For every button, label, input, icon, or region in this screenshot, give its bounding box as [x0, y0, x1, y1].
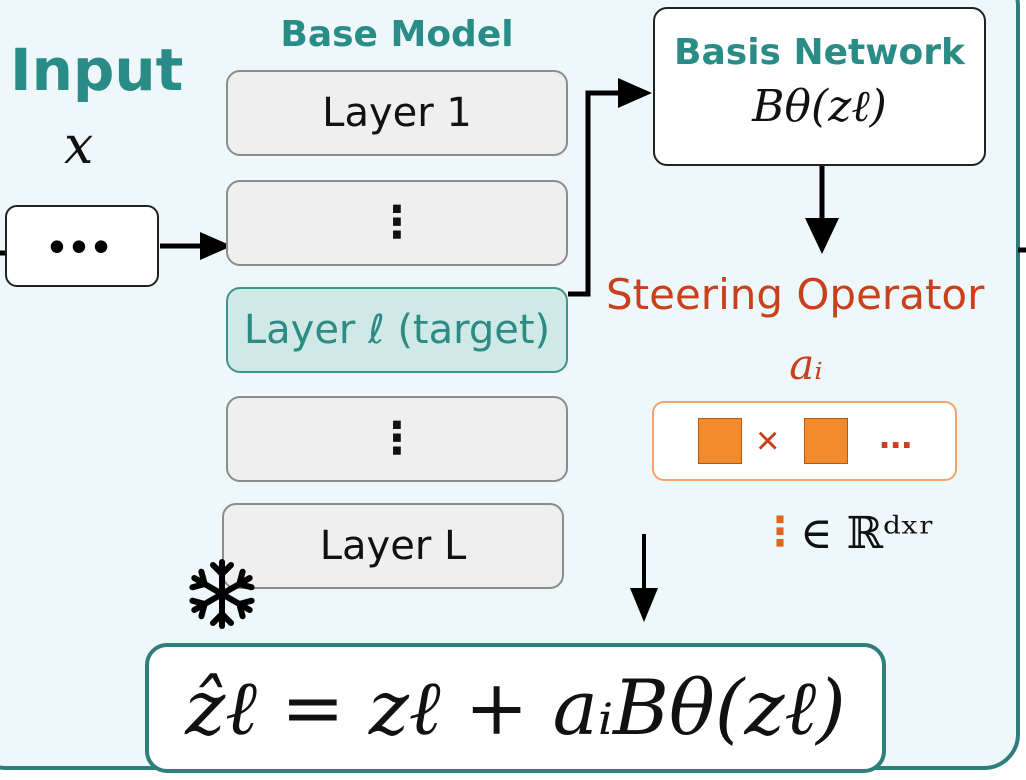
steering-operator-title: Steering Operator — [606, 270, 985, 319]
times-symbol: × — [756, 419, 780, 463]
orange-square-left — [698, 418, 742, 464]
to-formula-arrowhead — [630, 588, 658, 622]
input-token-box: ••• — [5, 205, 159, 287]
target-to-basis-arrow — [568, 90, 622, 297]
input-symbol: x — [64, 116, 94, 176]
steering-operator-box: × ... — [652, 401, 957, 481]
basis-network-formula: Bθ(zℓ) — [752, 81, 887, 132]
basis-network-box: Basis Network Bθ(zℓ) — [653, 7, 986, 166]
steering-symbol: aᵢ — [789, 340, 823, 389]
update-formula: ẑℓ = zℓ + aᵢBθ(zℓ) — [185, 663, 846, 752]
basis-network-title: Basis Network — [674, 32, 965, 73]
steering-space: ∈ ℝᵈˣʳ — [800, 508, 935, 559]
layer-1-label: Layer 1 — [322, 90, 472, 136]
layer-dots-upper: ⋮ — [226, 180, 568, 266]
layer-1: Layer 1 — [226, 70, 568, 156]
operator-ellipsis: ... — [879, 413, 913, 457]
layer-target: Layer ℓ (target) — [226, 287, 568, 373]
input-title: Input — [10, 36, 184, 104]
layer-dots-upper-label: ⋮ — [375, 197, 419, 249]
orange-square-right — [804, 418, 848, 464]
layer-target-label: Layer ℓ (target) — [243, 307, 551, 353]
layer-dots-lower-label: ⋮ — [375, 413, 419, 465]
layer-l: Layer L — [222, 503, 564, 589]
basis-to-steering-arrowhead — [805, 218, 839, 254]
update-formula-box: ẑℓ = zℓ + aᵢBθ(zℓ) — [145, 643, 886, 773]
input-dots: ••• — [48, 220, 116, 272]
target-to-basis-arrowhead — [618, 78, 652, 108]
base-model-title: Base Model — [280, 14, 514, 55]
snowflake-icon — [184, 559, 260, 632]
input-to-model-arrowhead — [200, 232, 232, 260]
steering-vdots: ⋮ — [760, 510, 800, 554]
layer-dots-lower: ⋮ — [226, 396, 568, 482]
layer-l-label: Layer L — [319, 523, 467, 569]
